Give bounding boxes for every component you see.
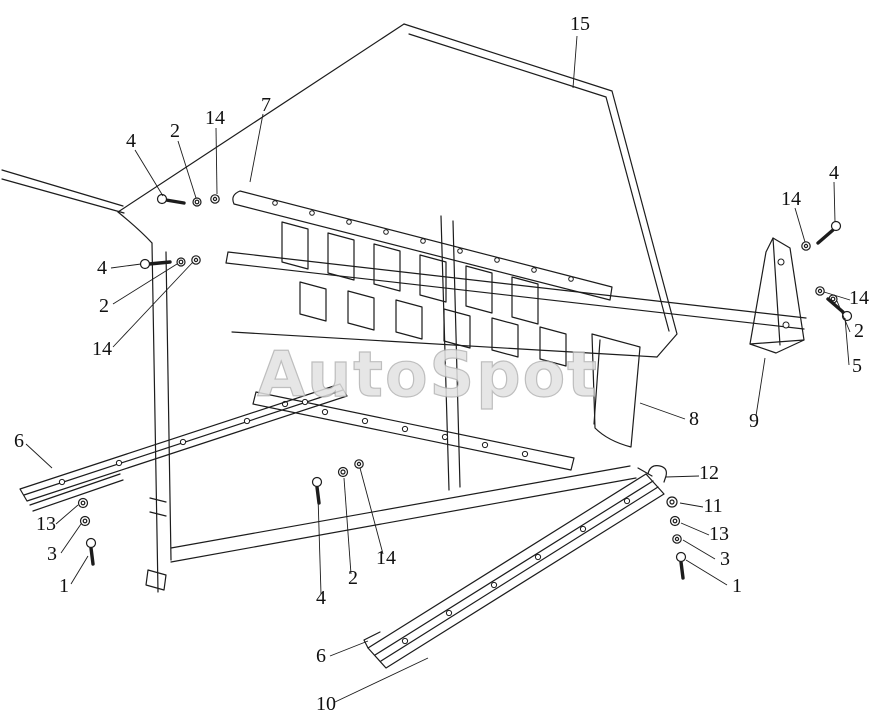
bolt-icon-lower-left xyxy=(85,537,97,566)
callout-10: 10 xyxy=(316,693,336,715)
washer-icon-bottom-mid xyxy=(354,459,364,469)
callout-1-lower-left: 1 xyxy=(59,575,69,597)
left-side-wall xyxy=(145,242,172,593)
callout-13-lower-left: 13 xyxy=(36,513,56,535)
callout-14-right-lower: 14 xyxy=(849,287,869,309)
callout-2-right-lower: 2 xyxy=(854,320,864,342)
washer-icon-top-left xyxy=(210,194,220,204)
callout-14-left-mid: 14 xyxy=(92,338,112,360)
floor-sills xyxy=(170,465,653,563)
spacer-icon-11 xyxy=(666,496,678,508)
support-bracket-9 xyxy=(749,237,805,354)
clip-icon-12 xyxy=(647,465,667,483)
callout-4-bottom-mid: 4 xyxy=(316,587,326,609)
callout-3-lower-left: 3 xyxy=(47,543,57,565)
callout-2-top-left: 2 xyxy=(170,120,180,142)
watermark-text: AutoSpot xyxy=(257,338,599,411)
callout-6-upper: 6 xyxy=(14,430,24,452)
callout-4-right-top: 4 xyxy=(829,162,839,184)
callout-4-left-mid: 4 xyxy=(97,257,107,279)
bolt-icon-left-mid xyxy=(139,258,172,270)
callout-2-bottom-mid: 2 xyxy=(348,567,358,589)
callout-4-top-left: 4 xyxy=(126,130,136,152)
corner-panel-8 xyxy=(591,333,641,448)
cross-member xyxy=(252,391,575,471)
callout-13-lower-right: 13 xyxy=(709,523,729,545)
callout-5: 5 xyxy=(852,355,862,377)
washer-icon-right-top xyxy=(801,241,811,251)
callout-9: 9 xyxy=(749,410,759,432)
callout-14-right-top: 14 xyxy=(781,188,801,210)
callout-labels: 15 4 2 14 7 4 2 14 14 4 14 2 5 9 8 6 13 … xyxy=(14,13,869,715)
callout-8: 8 xyxy=(689,408,699,430)
bolt-icon-right-lower xyxy=(826,297,853,322)
corrugation-boxes xyxy=(281,221,567,367)
washer-icon-right-lower xyxy=(815,286,825,296)
callout-14-bottom-mid: 14 xyxy=(376,547,396,569)
drawing-lines xyxy=(1,23,807,669)
washer-icon-lower-left-13 xyxy=(77,497,89,509)
callout-12: 12 xyxy=(699,462,719,484)
nut-icon-left-mid xyxy=(176,257,186,267)
nut-icon-top-left xyxy=(192,197,202,207)
bolt-icon-top-left xyxy=(156,193,186,205)
washer-icon-left-mid xyxy=(191,255,201,265)
nut-icon-bottom-mid xyxy=(337,466,349,478)
callout-15: 15 xyxy=(570,13,590,35)
callout-11: 11 xyxy=(703,495,722,517)
callout-7: 7 xyxy=(261,94,271,116)
bolt-icon-right-top xyxy=(816,220,842,245)
washer-icon-lower-right-3 xyxy=(672,534,682,544)
mounting-rail-lower xyxy=(363,473,665,669)
bolt-icon-bottom-mid xyxy=(311,476,323,505)
callout-3-lower-right: 3 xyxy=(720,548,730,570)
hardware xyxy=(77,193,853,580)
callout-14-top-left: 14 xyxy=(205,107,225,129)
mounting-rail-upper xyxy=(19,383,348,512)
callout-2-left-mid: 2 xyxy=(99,295,109,317)
washer-icon-lower-left-3 xyxy=(79,515,91,527)
callout-leaders xyxy=(25,35,851,703)
rear-panel xyxy=(117,23,678,358)
bolt-icon-lower-right xyxy=(675,551,687,580)
washer-icon-lower-right-13 xyxy=(669,515,681,527)
callout-6-lower: 6 xyxy=(316,645,326,667)
top-left-strip xyxy=(1,169,125,214)
callout-1-lower-right: 1 xyxy=(732,575,742,597)
window-frame xyxy=(232,190,613,301)
long-support-bar xyxy=(225,251,807,330)
